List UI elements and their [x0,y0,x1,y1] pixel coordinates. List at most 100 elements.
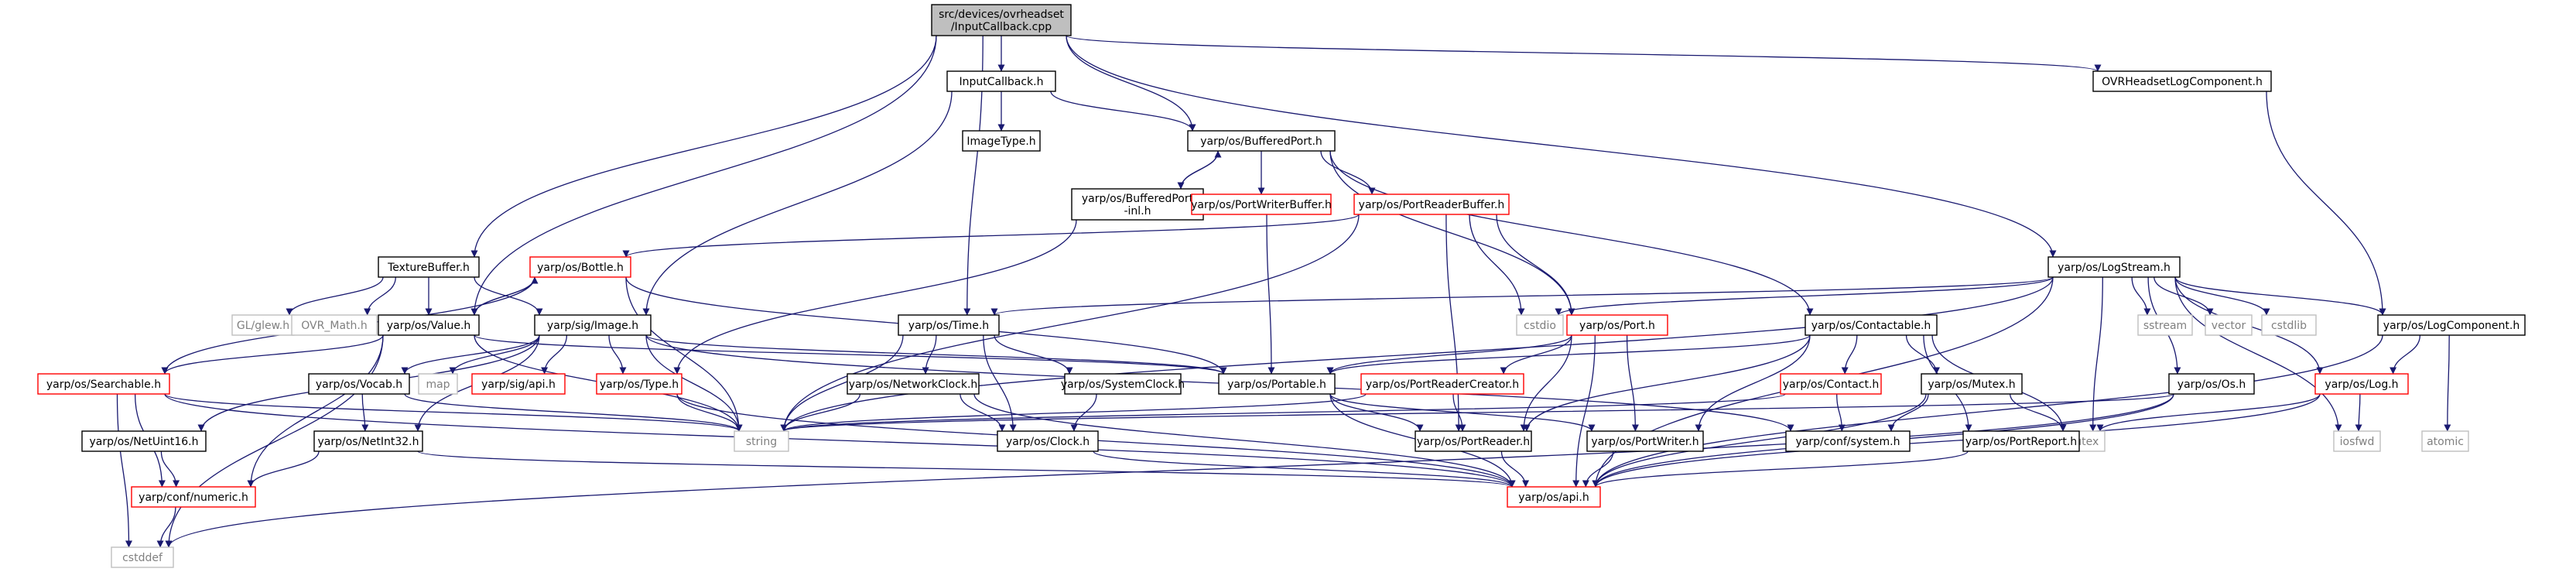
edge-logstream-to-sstream [2131,276,2151,316]
edge-portreader-to-osapi [1500,450,1530,488]
node-label: yarp/os/NetUint16.h [89,436,198,448]
node-atomic[interactable]: atomic [2421,430,2469,452]
node-value[interactable]: yarp/os/Value.h [378,314,480,336]
node-logcomponent[interactable]: yarp/os/LogComponent.h [2377,314,2526,336]
node-contact[interactable]: yarp/os/Contact.h [1780,373,1882,395]
node-glew[interactable]: GL/glew.h [231,314,295,336]
edge-texturebuffer-to-ovrmath [364,276,396,316]
node-portreaderbuffer[interactable]: yarp/os/PortReaderBuffer.h [1353,194,1510,215]
edge-contactable-to-contact [1841,334,1858,375]
node-box [2333,430,2381,452]
node-cstdlib[interactable]: cstdlib [2261,314,2317,336]
node-type[interactable]: yarp/os/Type.h [596,373,682,395]
node-portreport[interactable]: yarp/os/PortReport.h [1962,430,2080,452]
node-clock[interactable]: yarp/os/Clock.h [997,430,1099,452]
edge-portreaderbuffer-to-portreader [1445,214,1462,432]
edge-root-to-texturebuffer [470,35,937,258]
node-inputcallback_h[interactable]: InputCallback.h [946,70,1056,92]
node-bufferedport[interactable]: yarp/os/BufferedPort.h [1187,130,1336,152]
node-box [1360,373,1524,395]
node-box [2377,314,2526,336]
node-cstddef[interactable]: cstddef [111,546,174,568]
node-osapi[interactable]: yarp/os/api.h [1507,486,1601,508]
node-label: cstdio [1524,320,1556,332]
node-searchable[interactable]: yarp/os/Searchable.h [37,373,170,395]
node-label: yarp/os/PortReaderBuffer.h [1359,199,1505,211]
node-vector[interactable]: vector [2205,314,2253,336]
node-portwriter[interactable]: yarp/os/PortWriter.h [1586,430,1704,452]
node-cstdio[interactable]: cstdio [1516,314,1564,336]
node-mutex_h[interactable]: yarp/os/Mutex.h [1921,373,2023,395]
node-portreadercreator[interactable]: yarp/os/PortReaderCreator.h [1360,373,1524,395]
node-texturebuffer[interactable]: TextureBuffer.h [378,256,480,278]
node-systemclock[interactable]: yarp/os/SystemClock.h [1061,373,1185,395]
node-confnumeric[interactable]: yarp/conf/numeric.h [131,486,256,508]
node-os[interactable]: yarp/os/Os.h [2168,373,2255,395]
node-label: yarp/os/Bottle.h [537,262,624,274]
edge-logcomponent-to-atomic [2444,334,2451,432]
node-string[interactable]: string [734,430,789,452]
node-label: GL/glew.h [237,320,289,332]
node-box [2137,314,2193,336]
node-log[interactable]: yarp/os/Log.h [2314,373,2409,395]
node-confsystem[interactable]: yarp/conf/system.h [1785,430,1911,452]
edge-texturebuffer-to-glew [286,276,384,316]
node-box [291,314,378,336]
edge-image-to-vocab [401,334,540,375]
node-logstream[interactable]: yarp/os/LogStream.h [2047,256,2181,278]
edge-bufferedport-to-port [1329,150,1575,316]
edge-bufferedport_inl-to-bufferedport [1180,150,1222,190]
node-imagetype[interactable]: ImageType.h [962,130,1041,152]
node-label: yarp/os/Type.h [600,378,679,391]
node-ovrlog[interactable]: OVRHeadsetLogComponent.h [2092,70,2272,92]
node-bufferedport_inl[interactable]: yarp/os/BufferedPort-inl.h [1071,188,1204,221]
node-box [131,486,256,508]
node-label: atomic [2427,436,2464,448]
node-time[interactable]: yarp/os/Time.h [898,314,1000,336]
node-sstream[interactable]: sstream [2137,314,2193,336]
node-label: yarp/os/PortReaderCreator.h [1366,378,1519,391]
node-box [1566,314,1668,336]
node-label: yarp/sig/api.h [481,378,556,391]
node-label: TextureBuffer.h [387,262,470,274]
node-image[interactable]: yarp/sig/Image.h [534,314,652,336]
node-iosfwd[interactable]: iosfwd [2333,430,2381,452]
edge-bufferedport_inl-to-type [673,219,1077,375]
edge-value-to-portable [474,334,1227,375]
node-vocab[interactable]: yarp/os/Vocab.h [308,373,410,395]
edge-texturebuffer-to-image [474,276,543,316]
node-label: yarp/os/PortReport.h [1965,436,2077,448]
edge-value-to-confnumeric [247,334,384,488]
node-label: yarp/os/NetInt32.h [317,436,419,448]
edge-port-to-portwriter [1626,334,1639,432]
node-portwriterbuffer[interactable]: yarp/os/PortWriterBuffer.h [1191,194,1332,215]
edge-contact-to-confsystem [1836,393,1846,432]
node-sigapi[interactable]: yarp/sig/api.h [471,373,566,395]
edge-logstream-to-string [780,276,2054,432]
node-label: yarp/conf/system.h [1796,436,1900,448]
edge-type-to-string [676,393,743,432]
node-portable[interactable]: yarp/os/Portable.h [1218,373,1336,395]
edge-portwriterbuffer-to-portable [1266,214,1275,375]
node-port[interactable]: yarp/os/Port.h [1566,314,1668,336]
edge-port-to-portreader [1520,334,1572,432]
node-portreader[interactable]: yarp/os/PortReader.h [1415,430,1532,452]
node-map[interactable]: map [418,373,458,395]
node-ovrmath[interactable]: OVR_Math.h [291,314,378,336]
node-bottle[interactable]: yarp/os/Bottle.h [529,256,631,278]
edge-searchable-to-osapi [164,393,1516,488]
node-contactable[interactable]: yarp/os/Contactable.h [1805,314,1938,336]
node-box [2047,256,2181,278]
edge-logstream-to-logcomponent [2174,276,2386,316]
edge-searchable-to-cstddef [116,393,132,548]
node-root[interactable]: src/devices/ovrheadset/InputCallback.cpp [931,4,1072,36]
node-netuint16[interactable]: yarp/os/NetUint16.h [81,430,207,452]
node-label: ImageType.h [966,135,1035,148]
node-label: yarp/os/Clock.h [1006,436,1090,448]
node-netint32[interactable]: yarp/os/NetInt32.h [313,430,423,452]
edge-contact-to-string [780,393,1786,432]
node-box [847,373,980,395]
edge-image-to-portable [645,334,1227,375]
node-networkclock[interactable]: yarp/os/NetworkClock.h [847,373,980,395]
